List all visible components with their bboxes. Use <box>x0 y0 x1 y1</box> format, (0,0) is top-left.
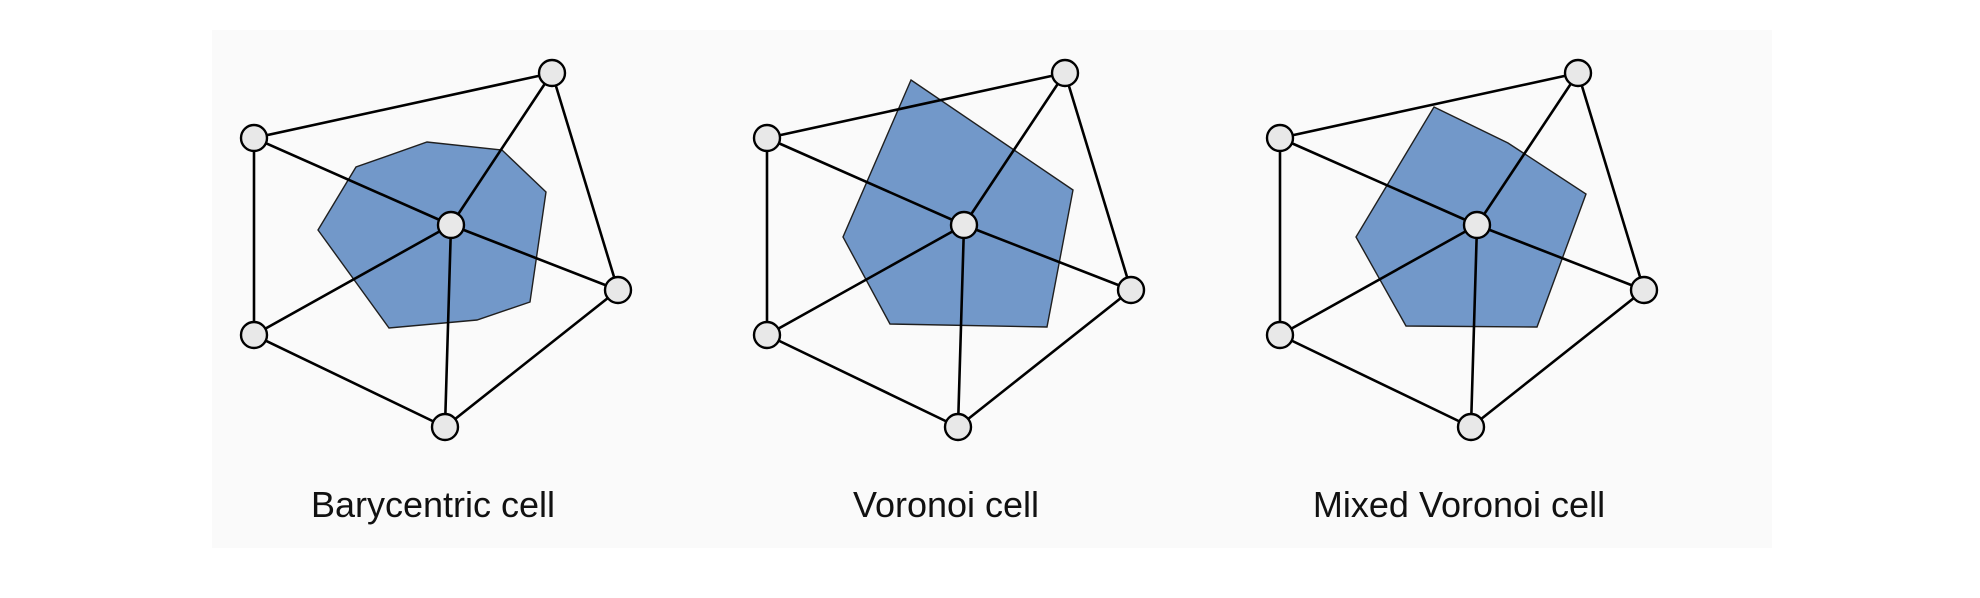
mesh-edge-ring <box>550 71 620 292</box>
mesh-edge-ring <box>765 71 1067 140</box>
panel-voronoi <box>752 58 1146 442</box>
mesh-edge-ring <box>1469 288 1646 429</box>
caption-voronoi-cell: Voronoi cell <box>852 484 1040 525</box>
mesh-vertex <box>430 412 460 442</box>
mesh-vertex <box>1116 275 1146 305</box>
caption-mixed-voronoi-cell: Mixed Voronoi cell <box>1312 484 1606 525</box>
mesh-edge-spoke <box>449 71 554 227</box>
mesh-edge-spoke <box>252 136 453 227</box>
center-vertex <box>436 210 466 240</box>
mesh-edge-spoke <box>1475 223 1646 292</box>
mesh-edge-ring <box>252 333 447 429</box>
panel-barycentric <box>239 58 633 442</box>
mesh-vertex <box>1456 412 1486 442</box>
mesh-edge-spoke <box>1278 136 1479 227</box>
mesh-edge-spoke <box>962 71 1067 227</box>
mesh-vertex <box>1265 123 1295 153</box>
mesh-vertex <box>1050 58 1080 88</box>
mesh-edge-ring <box>1278 333 1473 429</box>
mesh-edge-ring <box>1063 71 1133 292</box>
mesh-edge-ring <box>765 333 960 429</box>
mesh-edge-ring <box>443 288 620 429</box>
mesh-edge-spoke <box>765 223 966 337</box>
mesh-vertex <box>1629 275 1659 305</box>
mesh-edge-spoke <box>1475 71 1580 227</box>
mesh-vertex <box>239 123 269 153</box>
mesh-edge-spoke <box>252 223 453 337</box>
caption-barycentric-cell: Barycentric cell <box>310 484 556 525</box>
mesh-edge-spoke <box>449 223 620 292</box>
mesh-edge-spoke <box>962 223 1133 292</box>
center-vertex <box>949 210 979 240</box>
mesh-edge-ring <box>956 288 1133 429</box>
mesh-edge-spoke <box>765 136 966 227</box>
mesh-vertex <box>752 123 782 153</box>
mesh-vertex <box>752 320 782 350</box>
mesh-vertex <box>943 412 973 442</box>
mesh-vertex <box>1563 58 1593 88</box>
panel-mixed-voronoi <box>1265 58 1659 442</box>
mesh-edge-spoke <box>1469 223 1479 429</box>
center-vertex <box>1462 210 1492 240</box>
mesh-edge-ring <box>1576 71 1646 292</box>
mesh-edge-spoke <box>956 223 966 429</box>
mesh-edge-spoke <box>1278 223 1479 337</box>
mesh-edge-ring <box>1278 71 1580 140</box>
mesh-vertex <box>603 275 633 305</box>
mesh-edge-spoke <box>443 223 453 429</box>
mesh-vertex <box>537 58 567 88</box>
mesh-edge-ring <box>252 71 554 140</box>
mesh-vertex <box>239 320 269 350</box>
voronoi-cell-region <box>842 78 1074 328</box>
mesh-vertex <box>1265 320 1295 350</box>
